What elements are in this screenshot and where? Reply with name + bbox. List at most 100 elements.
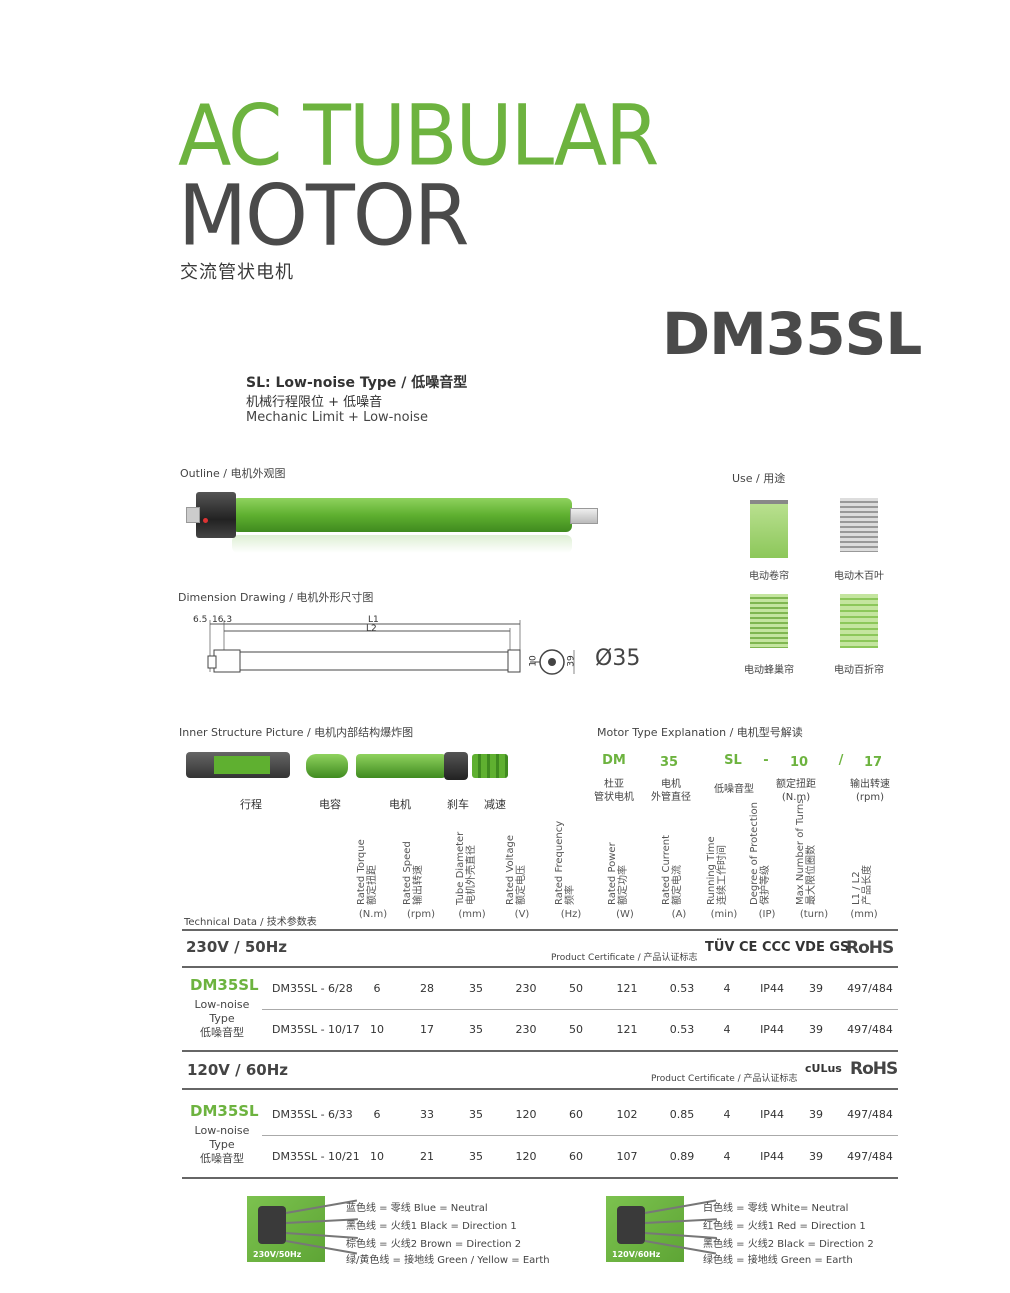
unit-frequency: (Hz) [560,909,582,920]
dim-16-3: 16.3 [212,615,233,625]
code-35-label: 电机外管直径 [651,779,691,803]
group-voltage-120: 120V / 60Hz [187,1061,289,1079]
pleated-blind-icon [840,594,878,648]
code-dm: DM [602,753,626,768]
group-sub-230: Low-noise Type 低噪音型 [194,998,250,1039]
wiring-230-line-3: 棕色线 = 火线2 Brown = Direction 2 [346,1239,522,1250]
group-sub-120: Low-noise Type 低噪音型 [194,1124,250,1165]
divider [182,1177,898,1179]
gearbox-image [472,754,508,778]
outline-caption: Outline / 电机外观图 [180,467,286,480]
wiring-230-plug [258,1206,286,1244]
sl-en-line: Mechanic Limit + Low-noise [246,410,428,425]
wooden-blind-icon [840,498,878,552]
unit-current: (A) [671,909,687,920]
unit-length: (mm) [850,909,878,920]
dim-l1: L1 [368,615,379,625]
code-sl-label: 低噪音型 [714,784,754,795]
wiring-120-line-3: 黑色线 = 火线2 Black = Direction 2 [703,1239,874,1250]
title-line1: AC TUBULAR [178,87,659,185]
model-title: DM35SL [662,300,922,368]
code-torque-label: 额定扭距(N.m) [776,779,816,803]
unit-running-time: (min) [710,909,738,920]
motor-type-caption: Motor Type Explanation / 电机型号解读 [597,726,803,739]
cert-label-120: Product Certificate / 产品认证标志 [651,1074,798,1084]
unit-speed: (rpm) [406,909,435,920]
part-capacitor-label: 电容 [319,798,341,811]
unit-turns: (turn) [799,909,829,920]
code-10: 10 [789,755,809,770]
divider [182,929,898,931]
wiring-120-line-2: 红色线 = 火线1 Red = Direction 1 [703,1221,866,1232]
wiring-230-line-2: 黑色线 = 火线1 Black = Direction 1 [346,1221,517,1232]
sl-type-line: SL: Low-noise Type / 低噪音型 [246,375,468,391]
dimension-caption: Dimension Drawing / 电机外形尺寸图 [178,591,374,604]
dimension-drawing [207,620,575,675]
cert-marks-120: cULus [805,1062,842,1075]
honeycomb-blind-icon [750,594,788,648]
divider [182,1050,898,1052]
cert-label-230: Product Certificate / 产品认证标志 [551,953,698,963]
unit-protection: (IP) [758,909,776,920]
code-slash: / [838,753,844,768]
table-row: DM35SL - 6/28 6 28 35 230 50 121 0.53 4 … [272,982,893,995]
dim-10: 10 [528,655,539,667]
tech-caption: Technical Data / 技术参数表 [184,917,317,928]
code-speed-label: 输出转速(rpm) [850,779,890,803]
wiring-230-line-1: 蓝色线 = 零线 Blue = Neutral [346,1203,488,1214]
wiring-230-volt: 230V/50Hz [253,1250,302,1259]
dim-6-5: 6.5 [193,615,208,625]
motor-reflection [232,535,572,553]
wiring-120-line-4: 绿色线 = 接地线 Green = Earth [703,1255,853,1266]
indicator-dot [203,518,208,523]
unit-voltage: (V) [514,909,530,920]
row-divider [262,1135,898,1136]
wiring-230-line-4: 绿/黄色线 = 接地线 Green / Yellow = Earth [346,1255,550,1266]
motor-head [196,492,236,538]
diameter-label: Ø35 [595,646,641,671]
capacitor-image [306,754,348,778]
code-sl: SL [724,753,742,768]
code-17: 17 [863,755,883,770]
use-label-roller: 电动卷帘 [749,571,789,582]
dim-39: 39 [566,655,577,667]
motor-shaft-end [570,508,598,524]
code-dm-label: 杜亚管状电机 [594,779,634,803]
inner-caption: Inner Structure Picture / 电机内部结构爆炸图 [179,726,414,739]
motor-tip [186,507,200,523]
group-voltage-230: 230V / 50Hz [186,938,288,956]
divider [182,1088,898,1090]
cert-marks-230: TÜV CE CCC VDE GS [705,940,850,955]
use-label-wooden: 电动木百叶 [834,571,884,582]
part-motor-label: 电机 [389,798,411,811]
unit-torque: (N.m) [358,909,388,920]
row-divider [262,1009,898,1010]
dim-l2: L2 [366,624,377,634]
rohs-120: RoHS [850,1059,898,1079]
unit-power: (W) [616,909,634,920]
use-label-honeycomb: 电动蜂巢帘 [744,665,794,676]
part-brake-label: 刹车 [447,798,469,811]
divider [182,966,898,968]
roller-blind-icon [750,500,788,558]
wiring-120-plug [617,1206,645,1244]
group-model-120: DM35SL [190,1102,259,1120]
group-model-230: DM35SL [190,976,259,994]
rohs-230: RoHS [846,938,894,958]
table-row: DM35SL - 10/17 10 17 35 230 50 121 0.53 … [272,1023,893,1036]
part-gearbox-label: 减速 [484,798,506,811]
limit-green-band [214,756,270,774]
code-35: 35 [659,755,679,770]
table-row: DM35SL - 6/33 6 33 35 120 60 102 0.85 4 … [272,1108,893,1121]
use-caption: Use / 用途 [732,472,786,485]
brake-image [444,752,468,780]
